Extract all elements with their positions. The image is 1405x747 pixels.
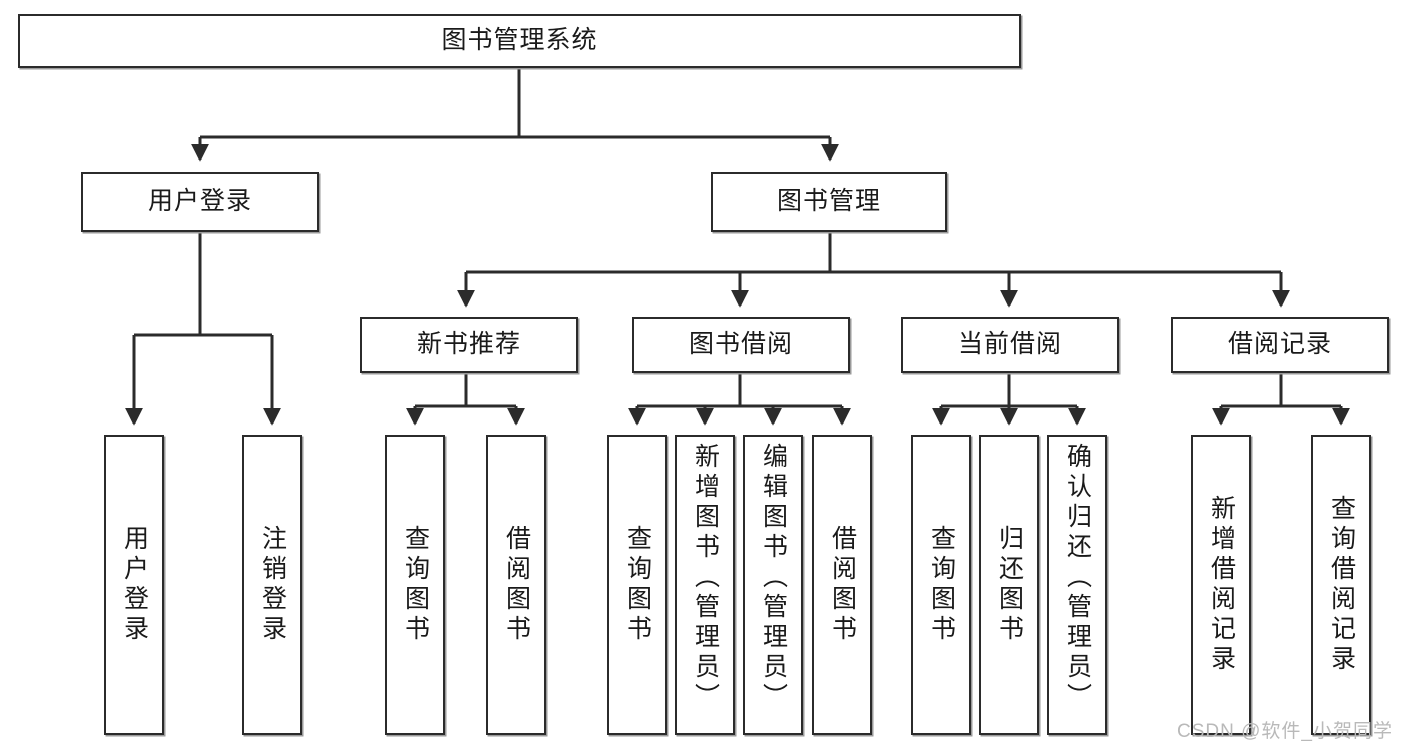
node-label: 当前借阅 [957,330,1062,359]
node-label: 用户登录 [120,525,149,645]
node-label: 查询图书 [623,525,652,645]
leaf-return-book[interactable]: 归还图书 [979,435,1039,735]
node-label: 查询借阅记录 [1327,495,1356,675]
node-borrow-record[interactable]: 借阅记录 [1171,317,1389,373]
node-label: 借阅图书 [502,525,531,645]
node-label: 确认归还（管理员） [1063,443,1092,713]
leaf-query-book-new-recommend[interactable]: 查询图书 [385,435,445,735]
node-label: 借阅记录 [1227,330,1332,359]
leaf-borrow-book-new-recommend[interactable]: 借阅图书 [486,435,546,735]
node-book-borrow[interactable]: 图书借阅 [632,317,850,373]
leaf-logout-login[interactable]: 注销登录 [242,435,302,735]
node-label: 归还图书 [995,525,1024,645]
node-label: 新书推荐 [416,330,521,359]
node-book-manage[interactable]: 图书管理 [711,172,947,232]
node-label: 查询图书 [927,525,956,645]
node-label: 查询图书 [401,525,430,645]
csdn-watermark: CSDN @软件_小贺同学 [1177,721,1393,742]
leaf-query-book-borrow[interactable]: 查询图书 [607,435,667,735]
node-label: 新增借阅记录 [1207,495,1236,675]
leaf-edit-book-admin[interactable]: 编辑图书（管理员） [743,435,803,735]
node-label: 图书管理系统 [441,26,598,55]
node-current-borrow[interactable]: 当前借阅 [901,317,1119,373]
leaf-borrow-book-borrow[interactable]: 借阅图书 [812,435,872,735]
node-label: 图书管理 [776,187,881,216]
leaf-add-book-admin[interactable]: 新增图书（管理员） [675,435,735,735]
node-label: 注销登录 [258,525,287,645]
node-new-book-recommend[interactable]: 新书推荐 [360,317,578,373]
node-user-login[interactable]: 用户登录 [81,172,319,232]
leaf-query-borrow-record[interactable]: 查询借阅记录 [1311,435,1371,735]
leaf-user-login[interactable]: 用户登录 [104,435,164,735]
node-label: 编辑图书（管理员） [759,443,788,713]
leaf-add-borrow-record[interactable]: 新增借阅记录 [1191,435,1251,735]
leaf-query-book-current[interactable]: 查询图书 [911,435,971,735]
node-label: 用户登录 [147,187,252,216]
node-label: 借阅图书 [828,525,857,645]
node-label: 图书借阅 [688,330,793,359]
node-label: 新增图书（管理员） [691,443,720,713]
leaf-confirm-return-admin[interactable]: 确认归还（管理员） [1047,435,1107,735]
node-root-system[interactable]: 图书管理系统 [18,14,1021,68]
